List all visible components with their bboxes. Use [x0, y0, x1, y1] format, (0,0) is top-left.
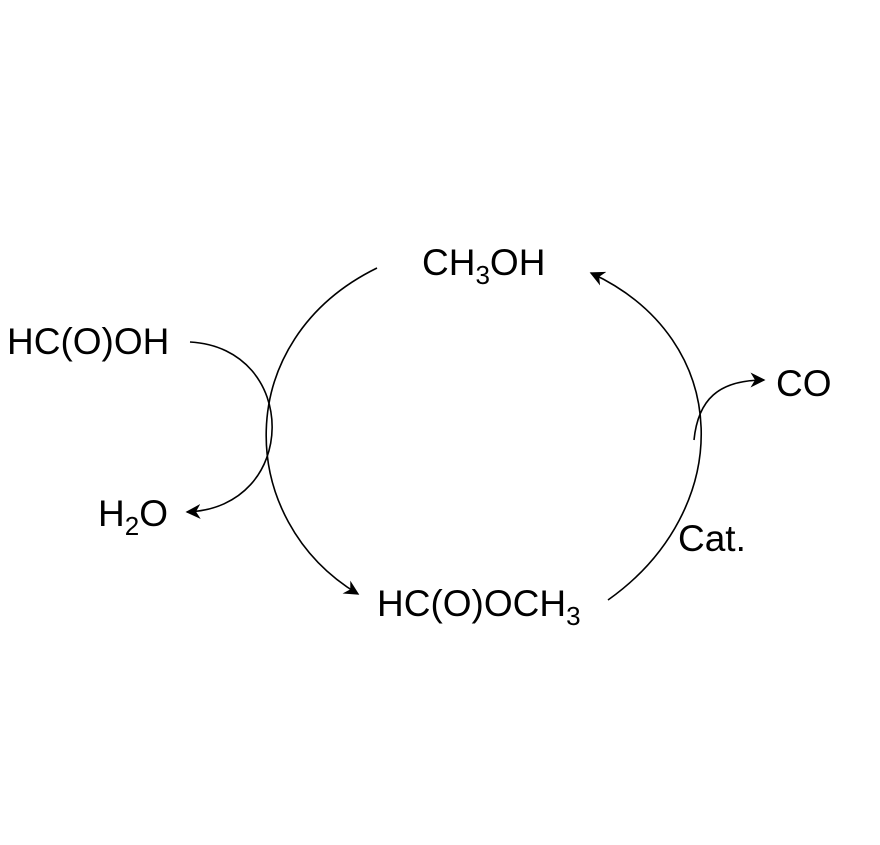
co-release-arrow: [693, 372, 766, 441]
formic-acid-label: HC(O)OH: [7, 321, 170, 362]
formic-acid-to-water-arrow: [185, 341, 273, 519]
carbon-monoxide-label: CO: [776, 363, 832, 404]
methyl-formate-label: HC(O)OCH3: [377, 583, 581, 631]
left-cycle-arc: [265, 267, 378, 595]
catalyst-label: Cat.: [678, 518, 746, 559]
methanol-label: CH3OH: [422, 242, 546, 290]
right-cycle-arc: [589, 271, 703, 601]
water-label: H2O: [98, 493, 168, 541]
